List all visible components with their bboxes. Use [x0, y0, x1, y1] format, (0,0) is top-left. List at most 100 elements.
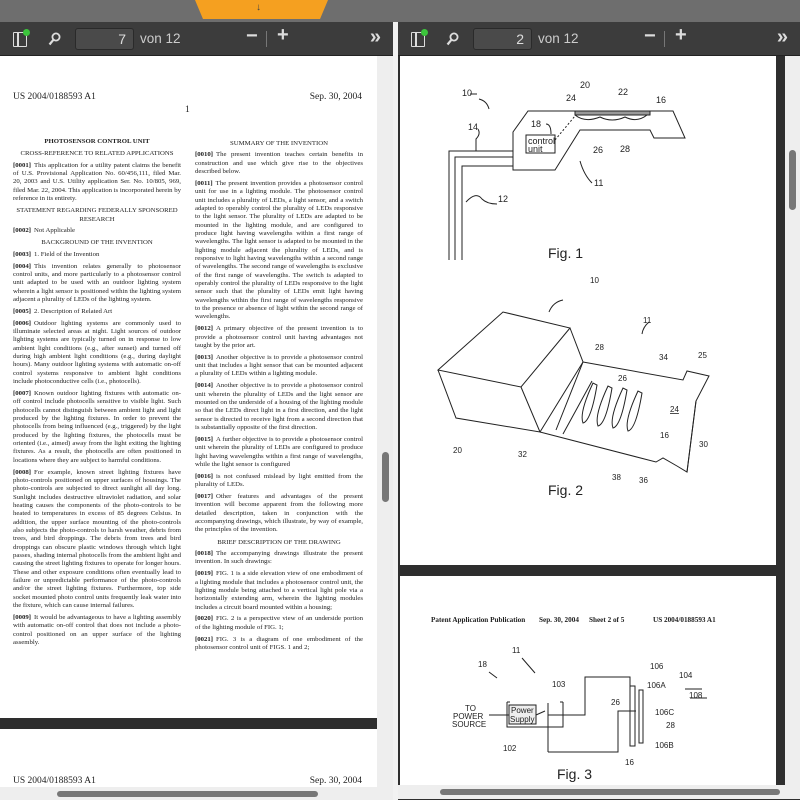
sidebar-toggle-icon[interactable] [13, 32, 27, 47]
paragraph: [0011]The present invention provides a p… [195, 180, 363, 322]
paragraph: [0018]The accompanying drawings illustra… [195, 550, 363, 567]
paragraph: [0007]Known outdoor lighting fixtures wi… [13, 390, 181, 465]
ref-label: 16 [625, 758, 634, 767]
ref-label: 102 [503, 744, 517, 753]
paragraph-number: [0013] [195, 353, 213, 361]
paragraph-text: is not confused mislead by light emitted… [195, 472, 363, 489]
ref-label: 11 [594, 178, 603, 188]
scrollbar-thumb[interactable] [440, 789, 780, 795]
paragraph: [0005]2. Description of Related Art [13, 308, 181, 316]
ref-label: 106A [647, 681, 666, 690]
left-pdf-viewer: 7 von 12 − + » US 2004/0188593 A1 Sep. 3… [0, 22, 393, 800]
split-divider[interactable] [393, 22, 398, 800]
paragraph-number: [0020] [195, 615, 213, 623]
paragraph-number: [0011] [195, 179, 213, 187]
text-column-right: SUMMARY OF THE INVENTION[0010]The presen… [195, 136, 363, 656]
ref-label: 104 [679, 671, 693, 680]
pdf-page-sheet-2: Patent Application Publication Sep. 30, … [400, 576, 776, 785]
paragraph: [0017]Other features and advantages of t… [195, 493, 363, 535]
sheet-header-number: US 2004/0188593 A1 [653, 616, 716, 624]
paragraph-text: 1. Field of the Invention [34, 250, 100, 258]
ref-label: 24 [670, 405, 679, 414]
paragraph: [0004]This invention relates generally t… [13, 263, 181, 305]
window-top-bar: ↓ [0, 0, 800, 22]
section-heading: CROSS-REFERENCE TO RELATED APPLICATIONS [20, 150, 174, 158]
zoom-in-button[interactable]: + [675, 24, 687, 46]
horizontal-scrollbar[interactable] [0, 787, 393, 800]
arrow-down-icon: ↓ [256, 2, 261, 13]
section-heading: BACKGROUND OF THE INVENTION [41, 239, 153, 247]
zoom-in-button[interactable]: + [277, 24, 289, 46]
vertical-scrollbar[interactable] [785, 56, 800, 786]
page-number: 1 [185, 105, 190, 115]
ref-label: 14 [468, 122, 478, 132]
paragraph-text: Other features and advantages of the pre… [195, 492, 363, 534]
paragraph-number: [0007] [13, 389, 31, 397]
ref-label: 11 [643, 316, 652, 325]
paragraph: [0012]A primary objective of the present… [195, 325, 363, 350]
sidebar-toggle-icon[interactable] [411, 32, 425, 47]
page-number-input[interactable]: 7 [75, 28, 134, 50]
zoom-out-button[interactable]: − [246, 25, 258, 47]
zoom-out-button[interactable]: − [644, 25, 656, 47]
power-source-label: TO [465, 704, 476, 713]
more-tools-button[interactable]: » [776, 26, 788, 48]
fig1-caption: Fig. 1 [548, 245, 583, 261]
paragraph-text: For example, known street lighting fixtu… [13, 468, 181, 610]
horizontal-scrollbar[interactable] [398, 785, 800, 799]
ref-label: 26 [611, 698, 620, 707]
pull-down-tab[interactable]: ↓ [195, 0, 328, 19]
ref-label: 20 [580, 80, 590, 90]
ref-label: 18 [478, 660, 487, 669]
paragraph-number: [0012] [195, 325, 213, 333]
paragraph-text: Another objective is to provide a photos… [195, 353, 363, 378]
ref-label: 32 [518, 450, 527, 459]
ref-label: 108 [689, 691, 703, 700]
toolbar: 7 von 12 − + » [0, 22, 393, 56]
status-dot [23, 29, 30, 36]
sheet-header: Patent Application Publication Sep. 30, … [431, 616, 716, 624]
section-heading: SUMMARY OF THE INVENTION [229, 140, 329, 147]
scrollbar-thumb[interactable] [789, 150, 796, 210]
scrollbar-thumb[interactable] [57, 791, 318, 797]
paragraph-number: [0010] [195, 151, 213, 159]
sheet-header-sheet: Sheet 2 of 5 [589, 616, 625, 624]
section-heading: STATEMENT REGARDING FEDERALLY SPONSORED … [16, 207, 178, 223]
paragraph: [0008]For example, known street lighting… [13, 469, 181, 611]
vertical-scrollbar[interactable] [377, 56, 393, 800]
paragraph: [0016]is not confused mislead by light e… [195, 473, 363, 490]
power-supply-label: Power [511, 706, 534, 715]
paragraph-number: [0002] [13, 227, 31, 235]
ref-label: 106C [655, 708, 674, 717]
paragraph: [0013]Another objective is to provide a … [195, 354, 363, 379]
paragraph-number: [0004] [13, 262, 31, 270]
ref-label: 103 [552, 680, 566, 689]
ref-label: 16 [656, 95, 666, 105]
paragraph-number: [0006] [13, 319, 31, 327]
ref-label: 18 [531, 119, 541, 129]
ref-label: 10 [590, 276, 599, 285]
right-pdf-viewer: 2 von 12 − + » 10 20 22 24 16 14 [398, 22, 800, 800]
ref-label: 16 [660, 431, 669, 440]
power-source-label: SOURCE [452, 720, 486, 729]
paragraph-text: It would be advantageous to have a light… [13, 613, 181, 646]
page-total: von 12 [140, 31, 181, 46]
paragraph-number: [0005] [13, 307, 31, 315]
paragraph: [0019]FIG. 1 is a side elevation view of… [195, 570, 363, 612]
patent-drawing-fig-3: Patent Application Publication Sep. 30, … [431, 616, 716, 782]
page-header-right: Sep. 30, 2004 [309, 776, 362, 786]
status-dot [421, 29, 428, 36]
paragraph-text: This application for a utility patent cl… [13, 161, 181, 203]
ref-label: 12 [498, 194, 508, 204]
more-tools-button[interactable]: » [369, 26, 381, 48]
scrollbar-thumb[interactable] [382, 452, 389, 502]
ref-label: 106B [655, 741, 674, 750]
search-icon[interactable] [48, 32, 61, 46]
control-unit-label: control [528, 136, 555, 146]
document-title: PHOTOSENSOR CONTROL UNIT [44, 138, 150, 145]
search-icon[interactable] [446, 32, 459, 46]
ref-label: 11 [512, 646, 521, 655]
paragraph-number: [0021] [195, 635, 213, 643]
pdf-page: US 2004/0188593 A1 Sep. 30, 2004 1 PHOTO… [0, 56, 377, 718]
page-number-input[interactable]: 2 [473, 28, 532, 50]
